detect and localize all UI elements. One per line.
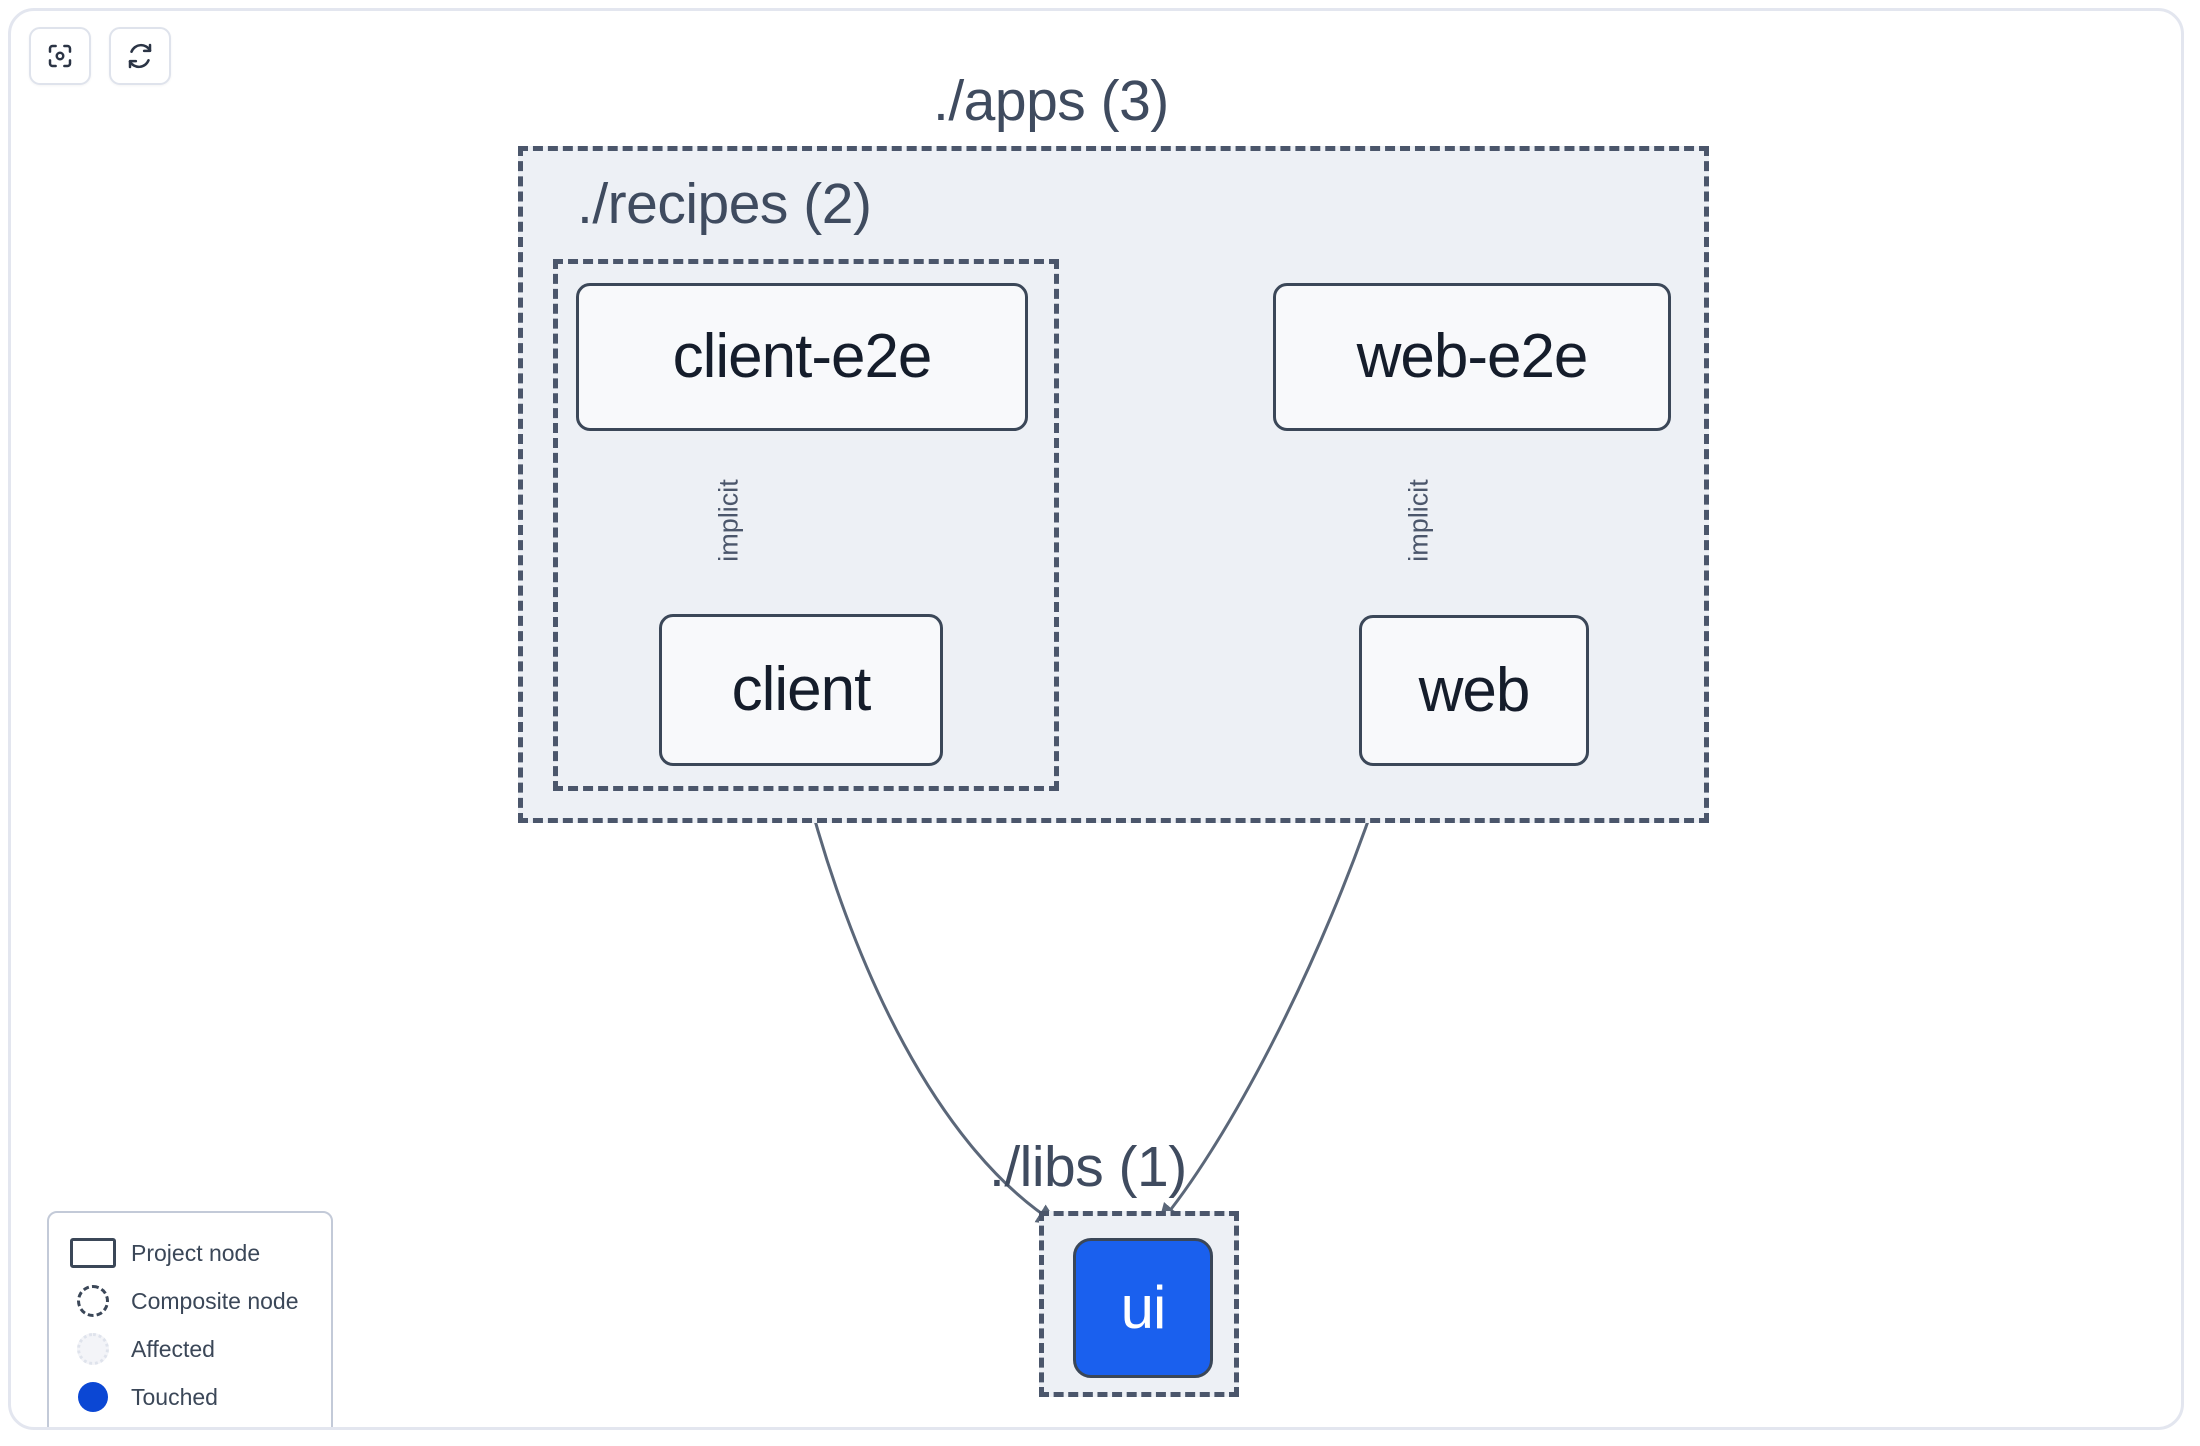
project-node-label: web: [1418, 655, 1531, 725]
project-node-ui[interactable]: ui: [1073, 1238, 1213, 1378]
refresh-graph-button[interactable]: [109, 27, 171, 85]
project-node-web-e2e[interactable]: web-e2e: [1273, 283, 1671, 431]
project-node-web[interactable]: web: [1359, 615, 1589, 766]
edge-label-web-implicit: implicit: [1403, 479, 1434, 562]
composite-label-libs: ./libs (1): [989, 1135, 1187, 1199]
project-graph-canvas[interactable]: ./apps (3) ./recipes (2) implicit implic…: [8, 8, 2184, 1430]
composite-node-swatch: [67, 1285, 119, 1317]
project-node-client-e2e[interactable]: client-e2e: [576, 283, 1028, 431]
project-node-swatch: [67, 1238, 119, 1268]
refresh-icon: [125, 41, 155, 71]
graph-toolbar: [29, 27, 171, 85]
composite-label-apps: ./apps (3): [933, 69, 1169, 133]
legend-item-label: Touched: [131, 1383, 218, 1410]
composite-label-recipes: ./recipes (2): [577, 172, 872, 236]
edge-web-to-ui: [1157, 767, 1388, 1226]
legend-item-label: Affected: [131, 1335, 215, 1362]
touched-swatch: [67, 1382, 119, 1412]
legend-item-project-node: Project node: [67, 1229, 317, 1277]
project-node-label: web-e2e: [1356, 322, 1589, 391]
legend-item-label: Project node: [131, 1239, 261, 1266]
project-node-label: client-e2e: [672, 322, 933, 391]
graph-legend: Project node Composite node Affected Tou…: [47, 1211, 333, 1427]
focus-graph-button[interactable]: [29, 27, 91, 85]
project-node-label: client: [731, 655, 872, 724]
legend-item-affected: Affected: [67, 1325, 317, 1373]
legend-item-touched: Touched: [67, 1373, 317, 1421]
project-node-client[interactable]: client: [659, 614, 943, 766]
edge-label-client-implicit: implicit: [713, 479, 744, 562]
legend-item-composite-node: Composite node: [67, 1277, 317, 1325]
legend-item-label: Composite node: [131, 1287, 299, 1314]
focus-scan-icon: [45, 41, 75, 71]
affected-swatch: [67, 1333, 119, 1365]
project-node-label: ui: [1120, 1274, 1167, 1341]
